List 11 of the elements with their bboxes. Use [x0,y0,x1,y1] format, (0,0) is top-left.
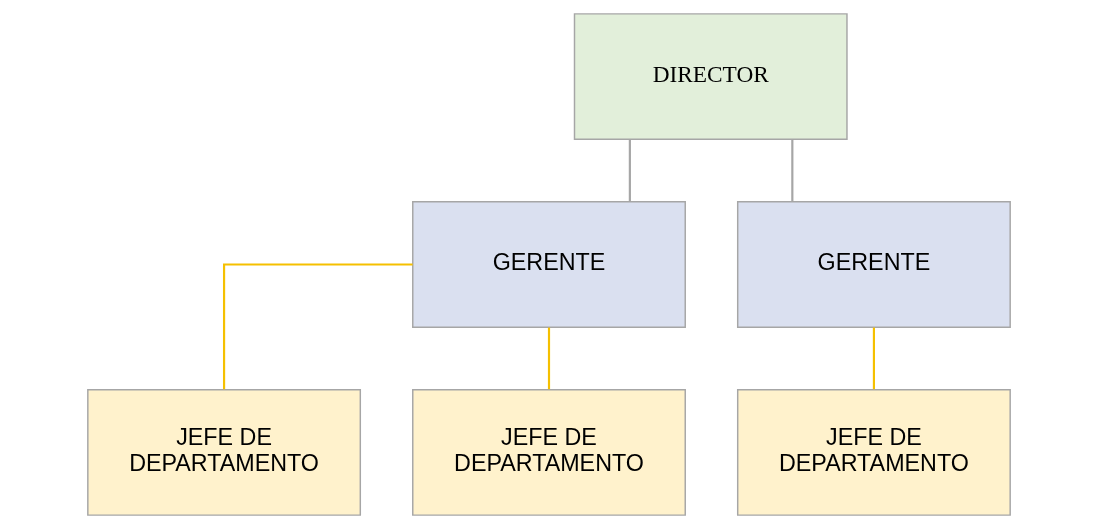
connector [222,263,413,390]
node-box: JEFE DE DEPARTAMENTO [736,389,1011,516]
connector [628,139,631,202]
node-box: GERENTE [411,201,686,328]
node-box: JEFE DE DEPARTAMENTO [86,389,361,516]
node-box: GERENTE [736,201,1011,328]
node-box: DIRECTOR [573,13,848,140]
connector [872,327,875,390]
node-box: JEFE DE DEPARTAMENTO [411,389,686,516]
connector [547,327,550,390]
connector [790,139,793,202]
